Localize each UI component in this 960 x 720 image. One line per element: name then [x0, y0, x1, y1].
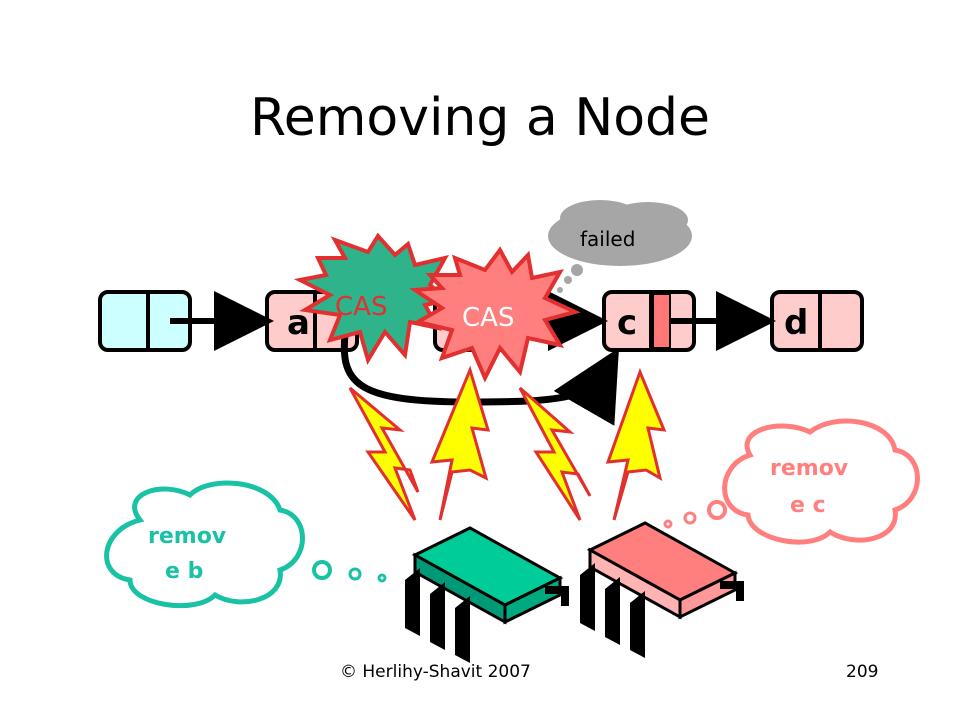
failed-cloud: failed — [548, 200, 692, 293]
thought-right-line1: remov — [770, 456, 849, 481]
thought-right-line2: e c — [790, 493, 826, 518]
thread-icon-green — [405, 526, 569, 663]
thought-bubble-right: remov e c — [663, 418, 920, 545]
node-d-label: d — [784, 303, 808, 343]
node-a-label: a — [287, 303, 310, 343]
slide-title: Removing a Node — [249, 88, 711, 148]
thought-bubble-left: remov e b — [104, 480, 387, 609]
lightning-icon — [429, 365, 491, 521]
cas-label-pink: CAS — [462, 303, 514, 333]
lightning-icon — [518, 386, 592, 521]
list-node-d: d — [770, 290, 864, 352]
lightning-icon — [605, 367, 667, 521]
cas-burst-pink: CAS — [409, 246, 581, 383]
cas-burst-green: CAS — [293, 232, 453, 365]
node-c-label: c — [617, 303, 637, 343]
thought-left-line2: e b — [165, 559, 203, 584]
cas-label-green: CAS — [335, 292, 387, 322]
lightning-icon — [348, 386, 420, 521]
footer-copyright: © Herlihy-Shavit 2007 — [340, 662, 531, 682]
lightning-bolts — [348, 365, 667, 521]
thought-left-line1: remov — [148, 524, 227, 549]
failed-text: failed — [580, 227, 635, 251]
footer-page-number: 209 — [846, 662, 879, 682]
thread-icon-pink — [580, 521, 744, 658]
